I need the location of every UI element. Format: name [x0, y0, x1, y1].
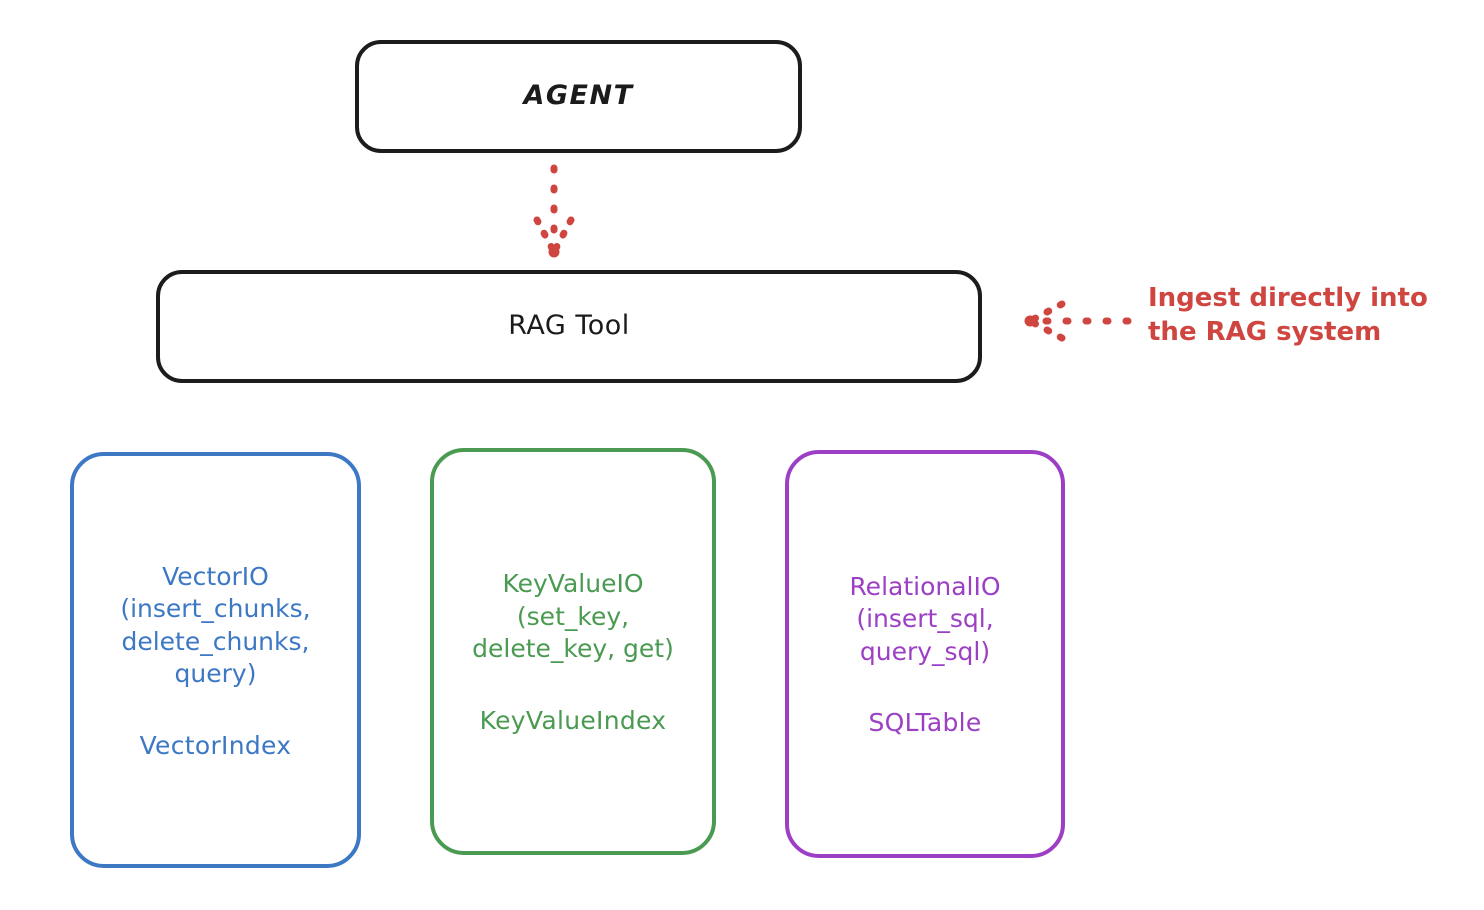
edge-agent-to-rag-tool — [533, 164, 575, 258]
node-rag-tool-label: RAG Tool — [508, 310, 630, 342]
edge-ingest-to-rag-tool — [1024, 300, 1132, 342]
node-vector-io-sublabel: VectorIndex — [139, 730, 292, 760]
node-key-value-io-label: KeyValueIO (set_key, delete_key, get) — [472, 569, 674, 664]
node-key-value-io-sublabel: KeyValueIndex — [479, 705, 667, 735]
node-relational-io[interactable]: RelationalIO (insert_sql, query_sql) SQL… — [785, 450, 1065, 858]
node-relational-io-sublabel: SQLTable — [868, 708, 982, 738]
node-agent[interactable]: AGENT — [355, 40, 802, 153]
node-vector-io[interactable]: VectorIO (insert_chunks, delete_chunks, … — [70, 452, 361, 868]
annotation-ingest-text: Ingest directly into the RAG system — [1148, 283, 1428, 348]
node-agent-label: AGENT — [523, 80, 634, 112]
node-rag-tool[interactable]: RAG Tool — [156, 270, 982, 383]
node-relational-io-label: RelationalIO (insert_sql, query_sql) — [849, 571, 1001, 666]
node-vector-io-label: VectorIO (insert_chunks, delete_chunks, … — [120, 561, 311, 689]
node-key-value-io[interactable]: KeyValueIO (set_key, delete_key, get) Ke… — [430, 448, 716, 855]
